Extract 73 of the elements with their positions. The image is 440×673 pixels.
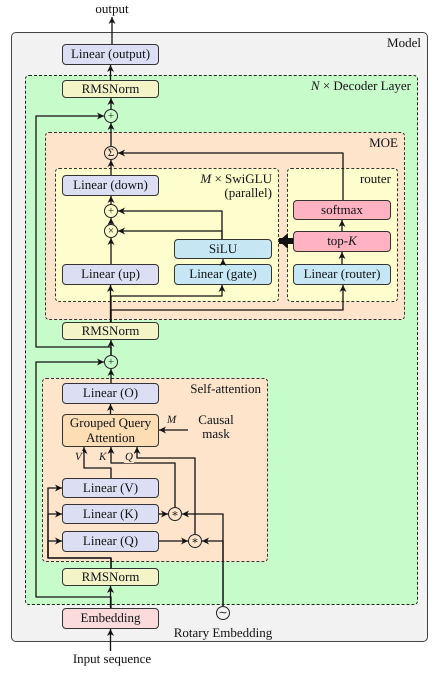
arrow: [108, 218, 114, 225]
arrow: [338, 252, 346, 264]
activation-box: SiLU: [174, 239, 272, 259]
sum-operator: Σ: [104, 146, 118, 160]
group-title: N × Decoder Layer: [310, 79, 411, 94]
caption-text: Rotary Embedding: [172, 626, 274, 640]
group-title: M × SwiGLU (parallel): [199, 172, 272, 201]
moe-panel: [45, 132, 405, 320]
arrow: [107, 586, 114, 608]
arrow: [108, 196, 114, 204]
arrow: [108, 160, 114, 175]
arrow: [338, 220, 346, 231]
edge-label: Q: [124, 451, 134, 464]
add-operator: +: [104, 204, 118, 218]
norm-box: RMSNorm: [62, 80, 159, 98]
linear-box: Linear (V): [62, 478, 159, 498]
linear-box: Linear (gate): [174, 264, 272, 285]
add-operator: +: [104, 355, 118, 369]
group-title: MOE: [369, 136, 398, 150]
attention-box: Grouped Query Attention: [62, 414, 159, 447]
linear-box: Linear (K): [62, 504, 159, 524]
arrow: [159, 426, 188, 434]
output-label: output: [88, 2, 136, 17]
rotary-operator: ∗: [188, 534, 202, 548]
linear-box: Linear (output): [62, 44, 159, 65]
group-title: Model: [387, 36, 421, 50]
arrow: [47, 538, 112, 568]
norm-box: RMSNorm: [62, 568, 159, 586]
arrow: [108, 123, 114, 146]
linear-box: Linear (O): [62, 383, 159, 404]
arrow: [107, 285, 114, 322]
thick-arrow: [279, 233, 293, 249]
linear-box: Linear (Q): [62, 531, 159, 552]
arrow: [108, 369, 114, 383]
arrow: [202, 538, 224, 606]
arrow: [108, 447, 176, 507]
linear-box: Linear (router): [293, 264, 391, 285]
self-attention-panel: [42, 378, 268, 562]
top-k-box: top-K: [293, 231, 391, 252]
group-title: Self-attention: [190, 382, 261, 396]
arrow: [108, 17, 116, 44]
input-label: Input sequence: [64, 651, 160, 667]
group-title: router: [360, 172, 391, 186]
arrow: [118, 150, 344, 200]
arrow: [108, 340, 114, 355]
router-panel: [287, 168, 398, 302]
norm-box: RMSNorm: [62, 322, 159, 340]
arrow: [159, 510, 168, 518]
arrow: [110, 285, 346, 322]
add-operator: +: [104, 109, 118, 123]
arrow: [107, 629, 114, 651]
decoder-layer-panel: [25, 75, 418, 605]
arrow: [220, 259, 226, 266]
linear-box: Linear (up): [62, 264, 159, 285]
arrow: [35, 358, 112, 608]
arrow: [107, 65, 114, 80]
embedding-box: Embedding: [62, 608, 159, 629]
model-panel: [11, 32, 428, 642]
arrow: [134, 447, 196, 534]
arrow: [80, 447, 112, 478]
arrow: [118, 208, 223, 239]
arrow: [108, 98, 114, 109]
edge-label: V: [74, 451, 83, 464]
multiply-operator: ×: [104, 224, 118, 238]
arrow: [108, 238, 114, 264]
arrow: [159, 538, 188, 544]
mask-label: Causal mask: [188, 411, 244, 443]
rotary-operator: ∗: [168, 507, 182, 521]
arrow: [107, 404, 114, 414]
linear-box: Linear (down): [62, 175, 159, 196]
softmax-box: softmax: [293, 200, 391, 220]
rotary-source-operator: ∼: [216, 606, 230, 620]
swiglu-panel: [55, 168, 279, 302]
